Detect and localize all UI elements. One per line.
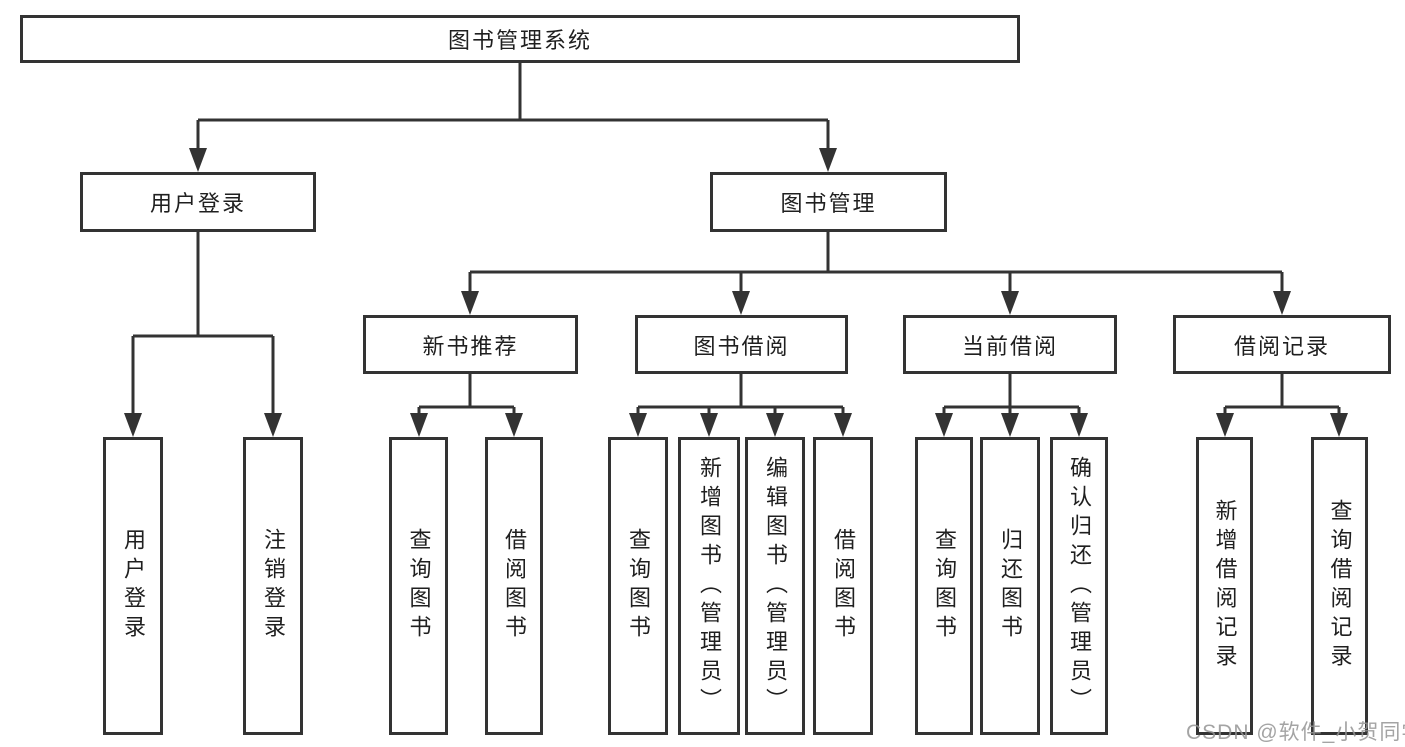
- leaf-query-books-current: 查询图书: [915, 437, 973, 735]
- leaf-label: 编辑图书（管理员）: [763, 455, 788, 717]
- leaf-query-borrow-record: 查询借阅记录: [1311, 437, 1368, 735]
- leaf-label: 借阅图书: [502, 528, 527, 644]
- node-borrow-records: 借阅记录: [1173, 315, 1391, 374]
- leaf-borrow-books-recommend: 借阅图书: [485, 437, 543, 735]
- node-current-borrow: 当前借阅: [903, 315, 1117, 374]
- leaf-logout: 注销登录: [243, 437, 303, 735]
- leaf-query-books-borrow: 查询图书: [608, 437, 668, 735]
- leaf-label: 新增图书（管理员）: [697, 455, 722, 717]
- fork-book-borrow: [629, 374, 852, 437]
- leaf-query-books-recommend: 查询图书: [389, 437, 448, 735]
- csdn-watermark: CSDN @软件_小贺同学: [1186, 721, 1405, 744]
- node-user-login: 用户登录: [80, 172, 316, 232]
- node-book-management: 图书管理: [710, 172, 947, 232]
- fork-user-login: [124, 232, 282, 437]
- leaf-label: 查询图书: [626, 528, 651, 644]
- leaf-label: 查询借阅记录: [1327, 499, 1353, 673]
- leaf-return-books: 归还图书: [980, 437, 1040, 735]
- leaf-confirm-return-admin: 确认归还（管理员）: [1050, 437, 1108, 735]
- fork-book-management: [461, 232, 1291, 315]
- leaf-label: 注销登录: [261, 528, 286, 644]
- fork-current-borrow: [935, 374, 1088, 437]
- leaf-label: 用户登录: [121, 528, 146, 644]
- leaf-add-books-admin: 新增图书（管理员）: [678, 437, 740, 735]
- node-new-book-recommend: 新书推荐: [363, 315, 578, 374]
- leaf-label: 查询图书: [406, 528, 432, 644]
- leaf-edit-books-admin: 编辑图书（管理员）: [745, 437, 805, 735]
- leaf-label: 查询图书: [932, 528, 957, 644]
- leaf-label: 归还图书: [998, 528, 1023, 644]
- leaf-user-login: 用户登录: [103, 437, 163, 735]
- fork-borrow-records: [1216, 374, 1348, 437]
- fork-root: [189, 63, 837, 172]
- leaf-add-borrow-record: 新增借阅记录: [1196, 437, 1253, 735]
- node-book-borrow: 图书借阅: [635, 315, 848, 374]
- leaf-label: 借阅图书: [831, 528, 856, 644]
- leaf-label: 新增借阅记录: [1212, 499, 1238, 673]
- node-book-management-system: 图书管理系统: [20, 15, 1020, 63]
- leaf-borrow-books: 借阅图书: [813, 437, 873, 735]
- fork-new-book-recommend: [410, 374, 523, 437]
- leaf-label: 确认归还（管理员）: [1067, 455, 1092, 717]
